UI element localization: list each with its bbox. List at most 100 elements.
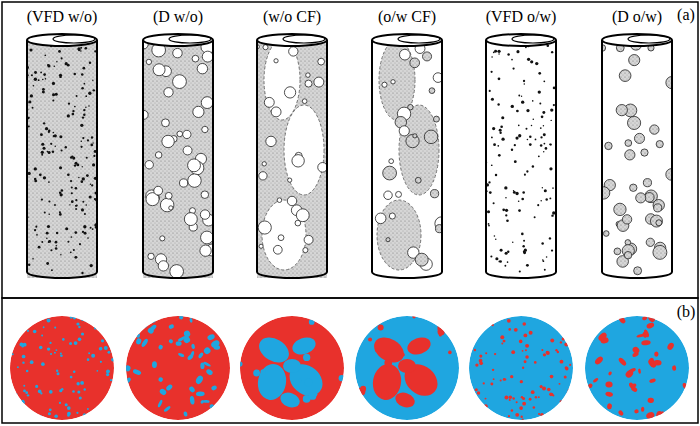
fine-droplet [562,337,565,340]
oil-droplet [616,104,627,115]
droplet [287,196,296,205]
fine-droplet [560,400,563,403]
fine-droplet [516,110,519,113]
fine-droplet [48,201,50,203]
droplet [284,87,295,98]
fine-droplet [497,103,499,105]
coalesced-region [398,359,416,373]
fine-droplet [49,342,51,344]
fine-droplet [47,319,51,323]
fine-droplet [30,94,33,97]
fine-droplet [82,201,84,203]
fine-droplet [504,395,508,399]
fine-droplet [522,191,525,194]
fine-droplet [28,126,30,128]
fine-droplet [47,64,49,66]
fine-droplet [60,149,62,151]
water-droplet [177,131,183,137]
water-droplet [154,186,163,195]
fine-droplet [33,85,35,87]
fine-droplet [31,74,33,76]
fine-droplet [523,251,526,254]
droplet [636,333,646,338]
fine-droplet [41,241,43,243]
fine-droplet [47,151,49,153]
droplet [123,377,132,386]
fine-droplet [476,328,480,332]
oil-droplet [643,179,651,187]
continuous-phase [355,316,459,420]
oil-droplet [641,149,648,156]
fine-droplet [69,204,70,205]
oil-droplet [614,203,626,215]
fine-droplet [28,117,30,119]
fine-droplet [48,181,50,183]
fine-droplet [81,87,84,90]
panel-frame [2,298,698,423]
droplet [302,99,307,104]
fine-droplet [526,264,529,267]
droplet [195,374,205,385]
fine-droplet [542,111,545,114]
fine-droplet [70,236,72,238]
fine-droplet [54,326,56,328]
fine-droplet [46,237,48,239]
fine-droplet [567,414,570,417]
fine-droplet [492,369,494,371]
fine-droplet [49,408,52,411]
fine-droplet [522,367,524,369]
pipe-wall [96,40,98,272]
fine-droplet [552,187,554,189]
fine-droplet [13,405,16,408]
droplet [592,377,599,383]
droplet [309,319,315,325]
water-droplet [200,245,211,256]
fine-droplet [514,144,516,146]
droplet [389,159,394,164]
fine-droplet [44,211,46,213]
fine-droplet [41,198,43,200]
droplet [375,348,379,352]
fine-droplet [529,143,532,146]
fine-droplet [491,56,493,58]
pipe-wall [485,40,487,272]
fine-droplet [82,166,83,167]
pipe-end [257,272,327,278]
droplet [375,213,386,224]
fine-droplet [76,95,78,97]
droplet [618,409,625,416]
fine-droplet [70,156,73,159]
droplet [653,360,662,366]
water-droplet [145,161,153,169]
coalesced-region [284,105,324,195]
fine-droplet [507,319,511,323]
fine-droplet [526,109,529,112]
droplet [222,393,232,402]
fine-droplet [42,91,45,94]
fine-droplet [505,209,508,212]
water-droplet [162,135,174,147]
fine-droplet [110,379,112,381]
droplet [140,338,149,348]
fine-droplet [572,323,574,325]
droplet [273,245,282,254]
pattern-label: (w/o CF) [263,8,321,26]
droplet [205,368,213,376]
fine-droplet [514,160,517,163]
fine-droplet [42,79,44,81]
water-droplet [146,59,151,64]
fine-droplet [472,418,474,420]
droplet [320,321,323,324]
fine-droplet [56,61,57,62]
fine-droplet [546,351,549,354]
fine-droplet [498,77,501,80]
water-droplet [162,119,170,127]
fine-droplet [495,257,498,260]
droplet [676,319,682,326]
droplet [401,353,404,356]
fine-droplet [19,314,23,318]
fine-droplet [100,361,102,363]
fine-droplet [541,349,543,351]
fine-droplet [98,317,100,319]
